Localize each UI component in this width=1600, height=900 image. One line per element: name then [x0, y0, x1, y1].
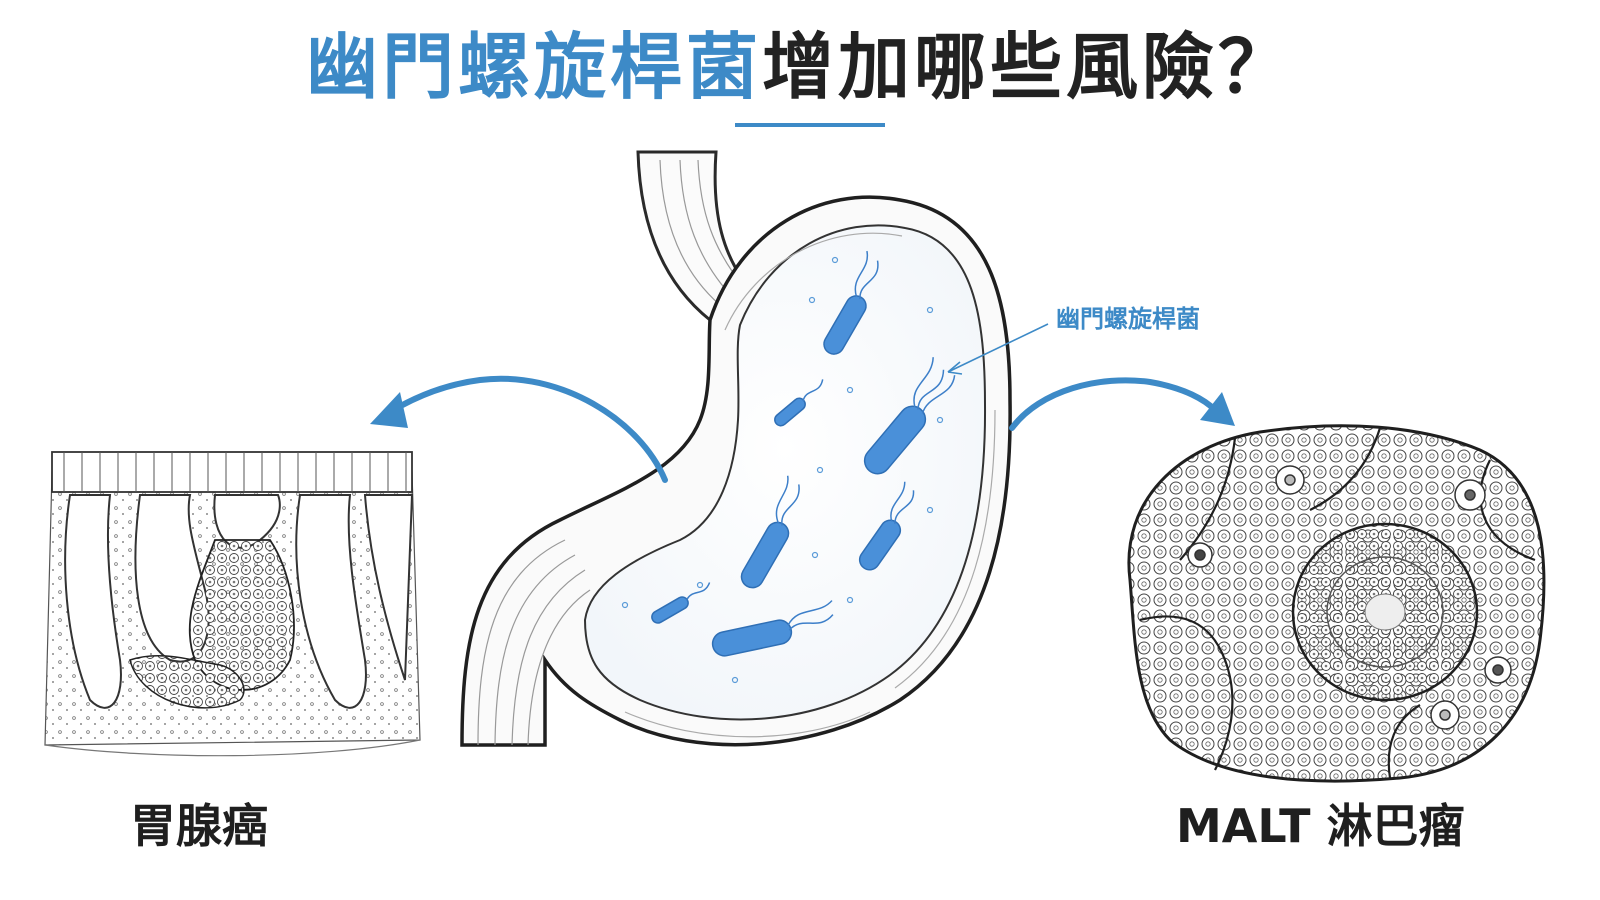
malt-lymphoma-label: MALT 淋巴瘤	[1176, 799, 1465, 853]
bacteria-label: 幽門螺旋桿菌	[1056, 305, 1200, 333]
bacterium-icon	[711, 600, 834, 657]
bacterium-icon	[774, 379, 824, 427]
bacterium-icon	[740, 475, 800, 589]
arrow-left-icon	[370, 375, 668, 483]
title-rest: 增加哪些風險？	[762, 25, 1295, 109]
bacteria-cluster	[651, 250, 956, 657]
bacterium-icon	[858, 481, 915, 571]
lymphoid-follicle	[1291, 522, 1479, 702]
adenocarcinoma-label: 胃腺癌	[130, 799, 268, 853]
bacterium-icon	[863, 357, 956, 475]
title-underline	[735, 123, 885, 127]
tumor-cell-cluster	[129, 539, 295, 709]
malt-lymphoma-illustration	[1127, 424, 1546, 783]
bacteria-leader-line	[947, 323, 1049, 373]
adenocarcinoma-tissue-illustration	[44, 451, 421, 757]
title-accent: 幽門螺旋桿菌	[305, 25, 762, 109]
bacterium-icon	[651, 582, 711, 624]
bacterium-icon	[823, 250, 879, 355]
arrow-right-icon	[1009, 377, 1235, 431]
page-title: 幽門螺旋桿菌增加哪些風險？	[0, 22, 1600, 112]
stomach-illustration	[460, 150, 1012, 747]
